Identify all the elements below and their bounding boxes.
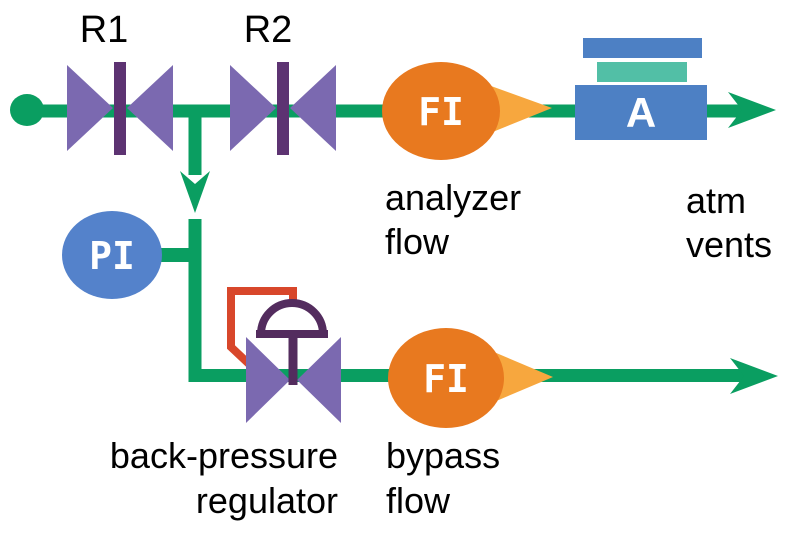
r1-left-triangle (67, 65, 113, 151)
actuator-dome-icon (257, 299, 327, 335)
fi-bottom-tag: FI (423, 357, 469, 401)
regulator-valve-r1 (67, 62, 173, 155)
analyzer-body (575, 85, 707, 140)
analyzer-top-bar (583, 38, 702, 58)
flow-indicator-top: FI (382, 62, 552, 160)
actuator-stem (288, 334, 298, 385)
regulator-valve-r2 (230, 62, 336, 155)
r2-left-triangle (230, 65, 276, 151)
label-bypass-flow-line1: bypass (386, 435, 500, 476)
text-labels: R1 R2 analyzer flow atm vents back-press… (80, 9, 772, 521)
label-bypass-flow-line2: flow (386, 480, 451, 521)
analyzer-line-arrow-icon (728, 92, 776, 128)
fi-bottom-bubble (388, 328, 504, 428)
bypass-line-arrow-icon (730, 358, 778, 394)
branch-pipe-upper (188, 106, 202, 175)
label-atm-vents-line1: atm (686, 180, 746, 221)
bpr-left-triangle (246, 337, 290, 423)
branch-down-arrow-icon (180, 171, 210, 213)
analyzer-tag: A (626, 89, 656, 136)
pi-bubble (62, 211, 162, 299)
label-back-pressure-line1: back-pressure (110, 435, 338, 476)
label-atm-vents-line2: vents (686, 224, 772, 265)
r1-right-triangle (127, 65, 173, 151)
analyzer-teal-bar (597, 62, 687, 82)
r2-right-triangle (290, 65, 336, 151)
bpr-right-triangle (297, 337, 341, 423)
label-analyzer-flow-line2: flow (385, 221, 450, 262)
analyzer-unit: A (575, 38, 707, 140)
pi-connector-pipe (158, 248, 200, 262)
label-r2: R2 (244, 9, 293, 51)
fi-top-tag: FI (418, 90, 464, 134)
label-back-pressure-line2: regulator (196, 480, 338, 521)
pi-tag: PI (89, 234, 135, 278)
pressure-indicator: PI (62, 211, 162, 299)
r2-center-bar (277, 62, 289, 155)
flow-indicator-bottom: FI (388, 328, 553, 428)
fi-top-bubble (382, 62, 500, 160)
label-r1: R1 (80, 9, 129, 51)
label-analyzer-flow-line1: analyzer (385, 177, 521, 218)
back-pressure-regulator (227, 287, 341, 423)
r1-center-bar (114, 62, 126, 155)
branch-pipe-lower (188, 219, 202, 382)
